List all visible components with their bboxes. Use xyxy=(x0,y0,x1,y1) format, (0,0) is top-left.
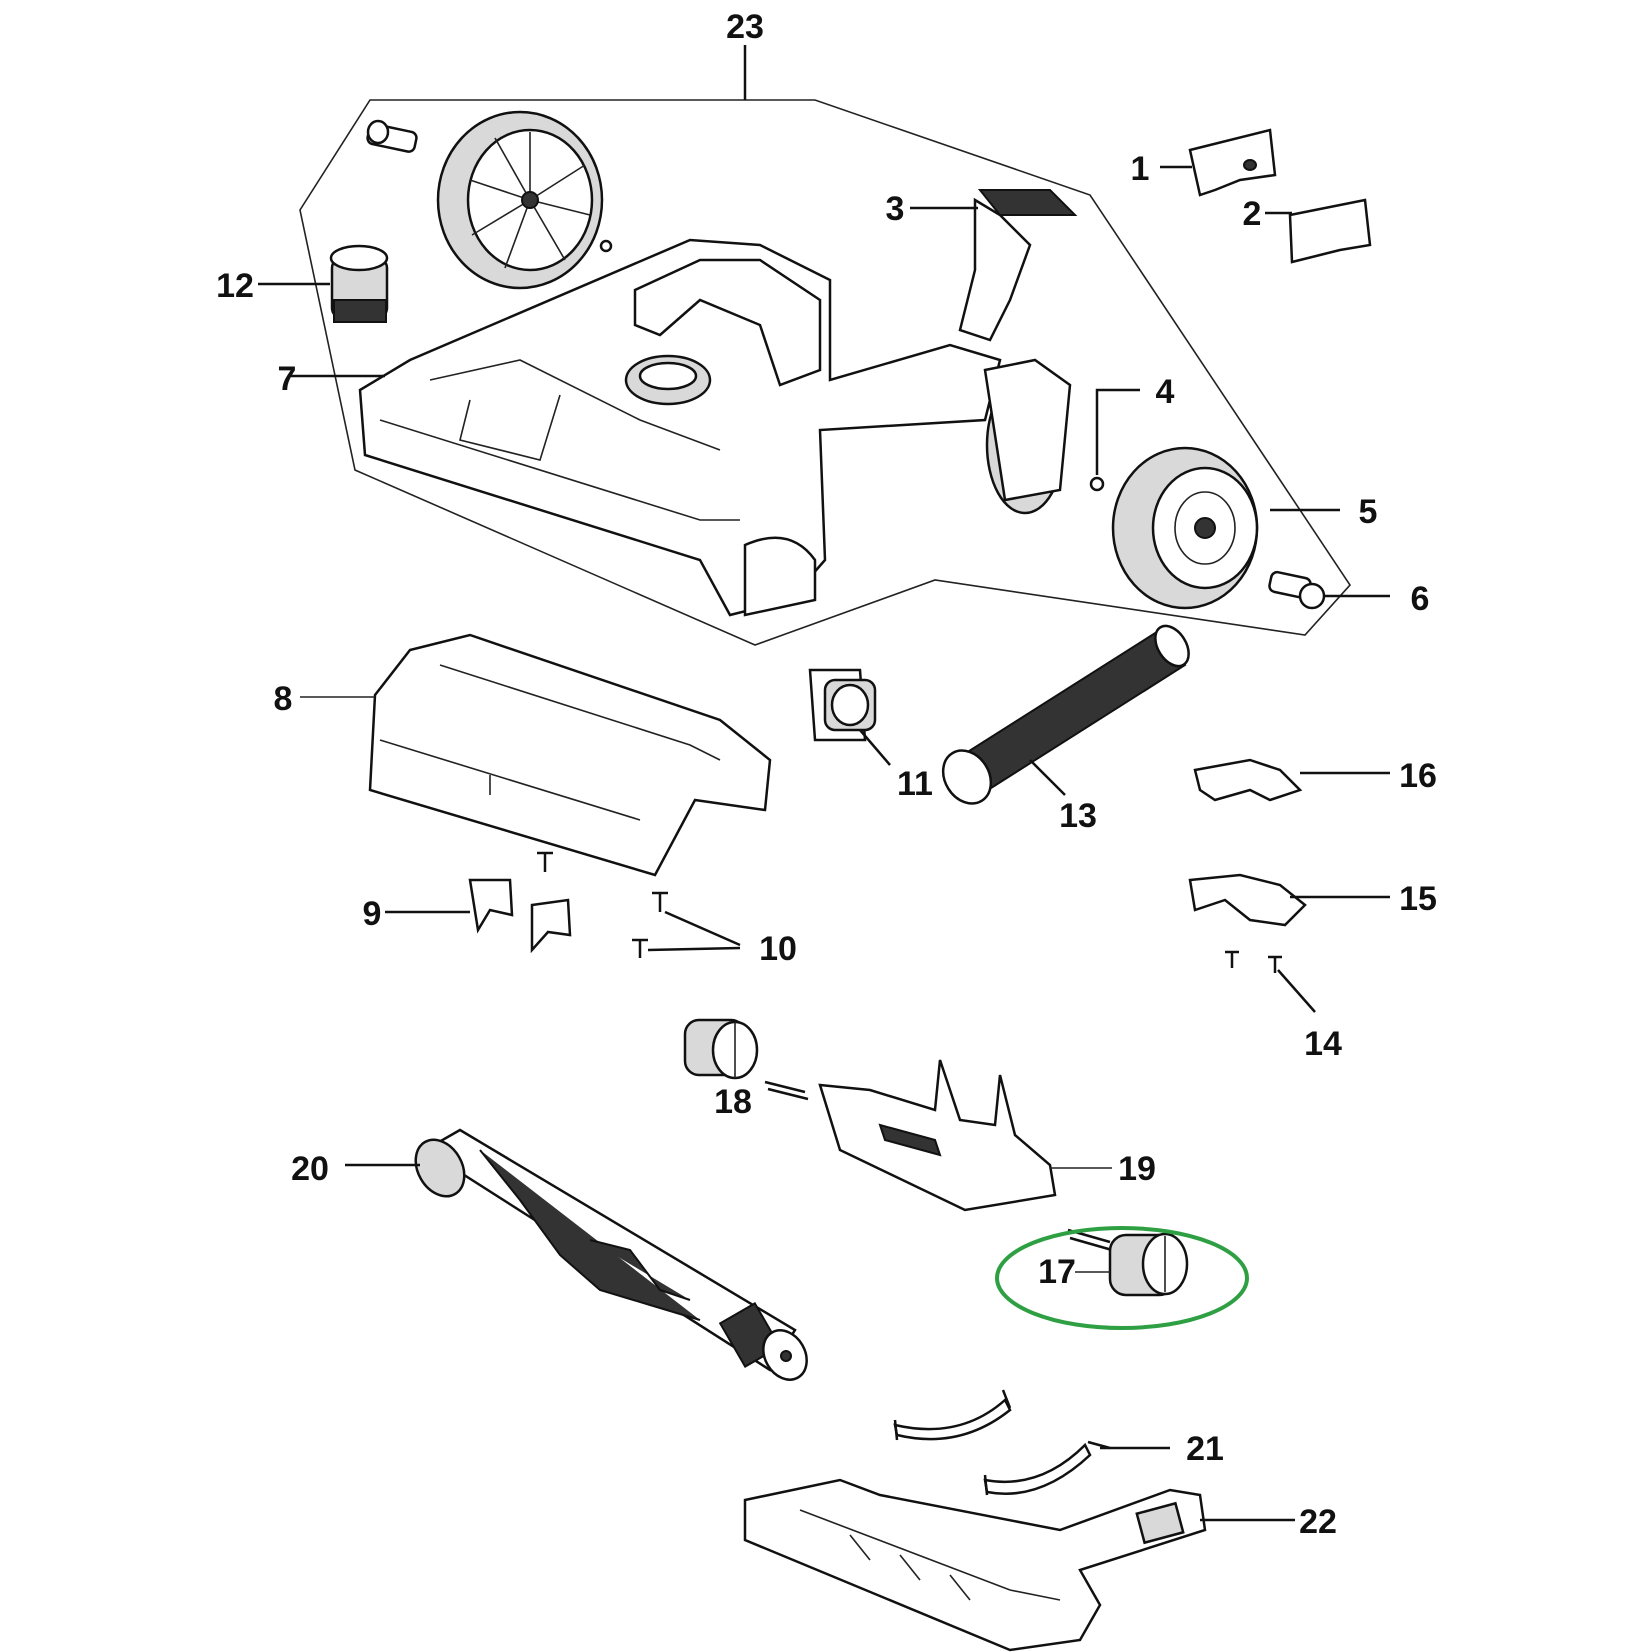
part-4-washer xyxy=(1089,388,1140,492)
part-11-connector xyxy=(808,668,891,766)
part-1-clip xyxy=(1160,128,1277,197)
part-19-bracket xyxy=(818,1059,1112,1212)
label-10: 10 xyxy=(759,930,797,968)
part-9-brackets xyxy=(385,878,572,954)
label-15: 15 xyxy=(1399,880,1437,918)
part-7-base-housing xyxy=(290,238,1072,617)
label-12: 12 xyxy=(216,267,254,305)
label-17: 17 xyxy=(1038,1253,1076,1291)
part-10-screws xyxy=(632,891,741,958)
part-labels: 23 1 2 3 12 7 4 5 6 8 11 13 16 15 9 10 1… xyxy=(216,8,1437,1541)
label-11: 11 xyxy=(897,765,933,803)
rear-wheel xyxy=(436,110,604,290)
part-14-screws xyxy=(1225,950,1316,1013)
label-16: 16 xyxy=(1399,757,1437,795)
part-12-roller xyxy=(258,244,389,323)
axle-pin-top xyxy=(366,119,418,153)
part-17-end-cap xyxy=(995,1226,1249,1330)
part-3-pedal xyxy=(910,189,1078,342)
part-2-clip xyxy=(1265,198,1372,264)
label-2: 2 xyxy=(1243,195,1262,233)
wheel-spokes xyxy=(469,132,591,269)
label-19: 19 xyxy=(1118,1150,1156,1188)
label-20: 20 xyxy=(291,1150,329,1188)
label-21: 21 xyxy=(1186,1430,1224,1468)
part-20-brushroll xyxy=(345,1128,808,1381)
label-9: 9 xyxy=(363,895,382,933)
label-23: 23 xyxy=(726,8,764,46)
label-3: 3 xyxy=(886,190,905,228)
part-6-axle-pin xyxy=(1268,570,1390,610)
label-7: 7 xyxy=(278,360,297,398)
part-16-bracket xyxy=(1193,758,1390,802)
label-4: 4 xyxy=(1156,373,1175,411)
label-8: 8 xyxy=(274,680,293,718)
label-14: 14 xyxy=(1304,1025,1342,1063)
small-washer xyxy=(599,239,613,253)
part-5-wheel xyxy=(1111,446,1340,610)
label-1: 1 xyxy=(1131,150,1150,188)
label-13: 13 xyxy=(1059,797,1097,835)
part-18-pin xyxy=(764,1080,809,1101)
part-8-hood xyxy=(300,633,772,877)
part-21-straps xyxy=(893,1389,1170,1496)
highlight-ring xyxy=(995,1226,1249,1330)
label-18: 18 xyxy=(714,1083,752,1121)
end-cap-left xyxy=(683,1018,759,1080)
part-22-bottom-plate xyxy=(743,1478,1295,1652)
part-13-hose xyxy=(941,624,1190,805)
screw-small xyxy=(537,851,553,872)
label-6: 6 xyxy=(1411,580,1430,618)
part-15-bracket xyxy=(1188,873,1390,927)
label-5: 5 xyxy=(1359,493,1378,531)
assembly-23-outline xyxy=(299,45,1352,646)
label-22: 22 xyxy=(1299,1503,1337,1541)
